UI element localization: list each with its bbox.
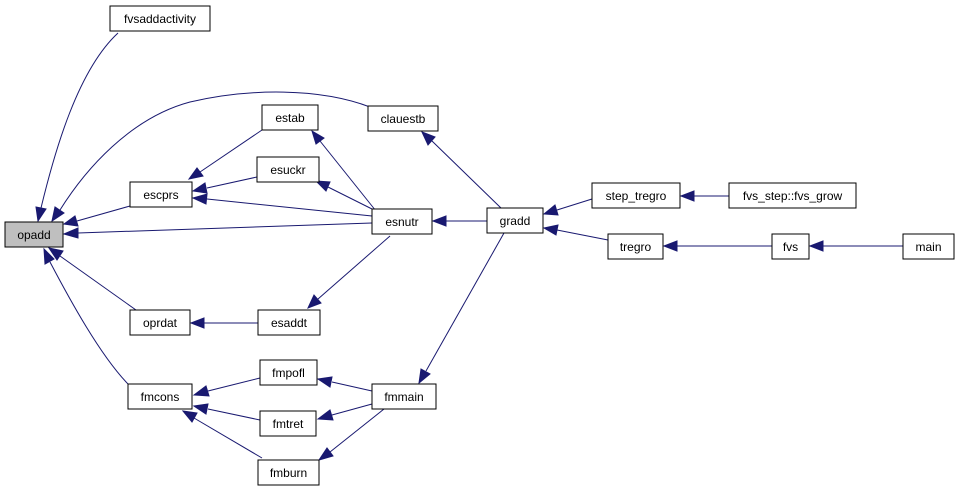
- edge-tregro-gradd: [542, 224, 609, 241]
- node-label: fmtret: [273, 417, 304, 431]
- edge-fmburn-fmcons: [181, 410, 263, 459]
- node-fvs_step_fvs_grow[interactable]: fvs_step::fvs_grow: [728, 182, 857, 209]
- edge-fvs-tregro: [662, 240, 772, 252]
- node-opadd[interactable]: opadd: [4, 221, 64, 248]
- edge-oprdat-opadd: [47, 247, 137, 311]
- node-label: fvsaddactivity: [124, 12, 196, 26]
- node-tregro[interactable]: tregro: [607, 233, 664, 260]
- edge-escprs-opadd: [62, 205, 131, 227]
- node-main[interactable]: main: [902, 233, 955, 260]
- node-escprs[interactable]: escprs: [129, 181, 193, 208]
- node-oprdat[interactable]: oprdat: [129, 309, 191, 336]
- edge-esaddt-oprdat: [189, 317, 258, 329]
- node-label: fmcons: [141, 390, 180, 404]
- node-label: fvs_step::fvs_grow: [743, 189, 843, 203]
- edge-esnutr-estab: [311, 129, 377, 212]
- node-label: oprdat: [143, 316, 178, 330]
- node-label: main: [915, 240, 941, 254]
- node-fmcons[interactable]: fmcons: [127, 383, 193, 410]
- node-fvs[interactable]: fvs: [771, 233, 810, 260]
- edge-fmcons-opadd: [43, 247, 129, 385]
- node-fmtret[interactable]: fmtret: [259, 410, 317, 437]
- node-label: fmburn: [270, 466, 307, 480]
- node-label: esuckr: [270, 163, 305, 177]
- node-esaddt[interactable]: esaddt: [257, 309, 321, 336]
- node-clauestb[interactable]: clauestb: [367, 105, 439, 132]
- node-label: estab: [275, 111, 305, 125]
- node-fmmain[interactable]: fmmain: [371, 383, 437, 410]
- node-fmburn[interactable]: fmburn: [257, 459, 320, 486]
- edge-esnutr-opadd: [62, 222, 373, 239]
- edge-esnutr-esaddt: [307, 235, 391, 309]
- node-label: esnutr: [385, 215, 418, 229]
- edge-gradd-clauestb: [421, 131, 503, 210]
- node-esuckr[interactable]: esuckr: [256, 156, 320, 183]
- edge-gradd-fmmain: [418, 232, 505, 385]
- node-step_tregro[interactable]: step_tregro: [591, 182, 681, 209]
- node-label: opadd: [17, 228, 50, 242]
- edge-esuckr-escprs: [191, 176, 258, 194]
- edge-gradd-esnutr: [431, 215, 487, 227]
- node-label: escprs: [143, 188, 178, 202]
- node-label: fmpofl: [272, 366, 305, 380]
- node-label: step_tregro: [606, 189, 667, 203]
- edge-fmmain-fmpofl: [316, 376, 373, 392]
- edge-fmmain-fmtret: [316, 403, 373, 421]
- edge-fvs_step_fvs_grow-step_tregro: [679, 190, 729, 202]
- edge-clauestb-opadd: [51, 91, 371, 223]
- node-label: tregro: [620, 240, 652, 254]
- edge-main-fvs: [808, 240, 903, 252]
- edge-step_tregro-gradd: [542, 198, 593, 216]
- edge-estab-escprs: [187, 129, 263, 180]
- edge-fmtret-fmcons: [192, 403, 261, 421]
- node-label: gradd: [500, 214, 531, 228]
- edge-fvsaddactivity-opadd: [35, 32, 119, 223]
- node-fvsaddactivity[interactable]: fvsaddactivity: [109, 5, 211, 32]
- node-esnutr[interactable]: esnutr: [371, 208, 433, 235]
- edge-esnutr-escprs: [191, 193, 373, 217]
- node-label: fmmain: [384, 390, 423, 404]
- node-label: clauestb: [381, 112, 426, 126]
- node-fmpofl[interactable]: fmpofl: [259, 359, 318, 386]
- node-gradd[interactable]: gradd: [486, 207, 544, 234]
- edge-fmpofl-fmcons: [192, 377, 261, 397]
- edge-fmmain-fmburn: [317, 408, 385, 461]
- edge-esnutr-esuckr: [314, 180, 379, 213]
- node-label: fvs: [783, 240, 798, 254]
- node-label: esaddt: [271, 316, 308, 330]
- node-estab[interactable]: estab: [261, 104, 319, 131]
